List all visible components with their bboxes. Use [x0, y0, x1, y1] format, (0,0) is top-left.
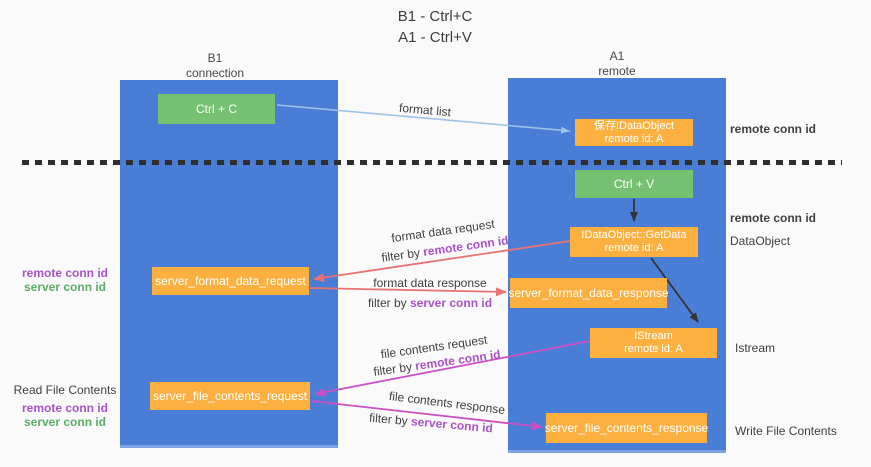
server-format-data-response-label: server_format_data_response — [508, 285, 669, 300]
server-file-contents-request-label: server_file_contents_request — [152, 388, 308, 403]
istream-side-label: Istream — [735, 341, 776, 355]
title-line-1: B1 - Ctrl+C — [397, 8, 473, 25]
save-idataobject-line2: remote id: A — [604, 132, 664, 145]
dataobject-label: DataObject — [730, 234, 791, 248]
istream-line1: IStream — [634, 330, 673, 342]
format-list-label: format list — [398, 100, 452, 120]
remote-conn-id-label: remote conn id — [21, 266, 108, 280]
filter-key: server conn id — [410, 414, 494, 436]
remote-conn-id-top-label: remote conn id — [730, 122, 817, 136]
server-conn-id-label: server conn id — [23, 280, 107, 294]
ctrl-v-box: Ctrl + V — [575, 170, 693, 198]
read-file-contents-label: Read File Contents — [13, 383, 117, 397]
server-format-data-request-label: server_format_data_request — [155, 273, 306, 288]
remote-conn-id-label: remote conn id — [21, 401, 108, 415]
write-file-contents-label: Write File Contents — [735, 424, 837, 438]
save-idataobject-line1: 保存IDataObject — [593, 119, 675, 132]
format-data-response-filter-label: filter by server conn id — [368, 296, 492, 310]
ctrl-c-box: Ctrl + C — [158, 94, 275, 124]
left-bottom-conn-ids: remote conn id server conn id — [10, 401, 120, 429]
filter-prefix: filter by — [372, 359, 417, 379]
idataobject-getdata-box: IDataObject::GetData remote id: A — [570, 227, 698, 257]
getdata-line1: IDataObject::GetData — [581, 229, 687, 241]
filter-key: server conn id — [409, 296, 493, 310]
istream-line2: remote id: A — [624, 343, 683, 355]
filter-prefix: filter by — [367, 296, 410, 310]
ctrl-c-label: Ctrl + C — [195, 101, 237, 116]
right-column-name: A1 — [609, 49, 625, 63]
left-column-role: connection — [185, 66, 245, 80]
format-data-response-label: format data response — [373, 276, 487, 290]
getdata-line2: remote id: A — [604, 242, 664, 254]
save-idataobject-box: 保存IDataObject remote id: A — [575, 119, 693, 146]
left-column-header: B1 connection — [135, 51, 295, 81]
server-conn-id-label: server conn id — [23, 415, 107, 429]
file-contents-response-filter-label: filter by server conn id — [369, 411, 494, 436]
dashed-separator — [22, 160, 842, 165]
filter-prefix: filter by — [380, 245, 425, 265]
right-column-header: A1 remote — [537, 49, 697, 79]
server-format-data-request-box: server_format_data_request — [152, 267, 309, 295]
server-file-contents-request-box: server_file_contents_request — [150, 382, 310, 410]
server-file-contents-response-box: server_file_contents_response — [544, 413, 709, 443]
filter-prefix: filter by — [368, 410, 412, 429]
ctrl-v-label: Ctrl + V — [613, 176, 655, 191]
diagram-title: B1 - Ctrl+C A1 - Ctrl+V — [330, 6, 540, 48]
left-mid-conn-ids: remote conn id server conn id — [10, 266, 120, 294]
remote-conn-id-mid-label: remote conn id — [730, 211, 817, 225]
server-file-contents-response-label: server_file_contents_response — [544, 420, 709, 435]
left-column-name: B1 — [207, 51, 223, 65]
server-format-data-response-box: server_format_data_response — [508, 278, 669, 308]
istream-box: IStream remote id: A — [590, 328, 717, 358]
right-column-role: remote — [598, 64, 636, 78]
title-line-2: A1 - Ctrl+V — [398, 29, 472, 46]
